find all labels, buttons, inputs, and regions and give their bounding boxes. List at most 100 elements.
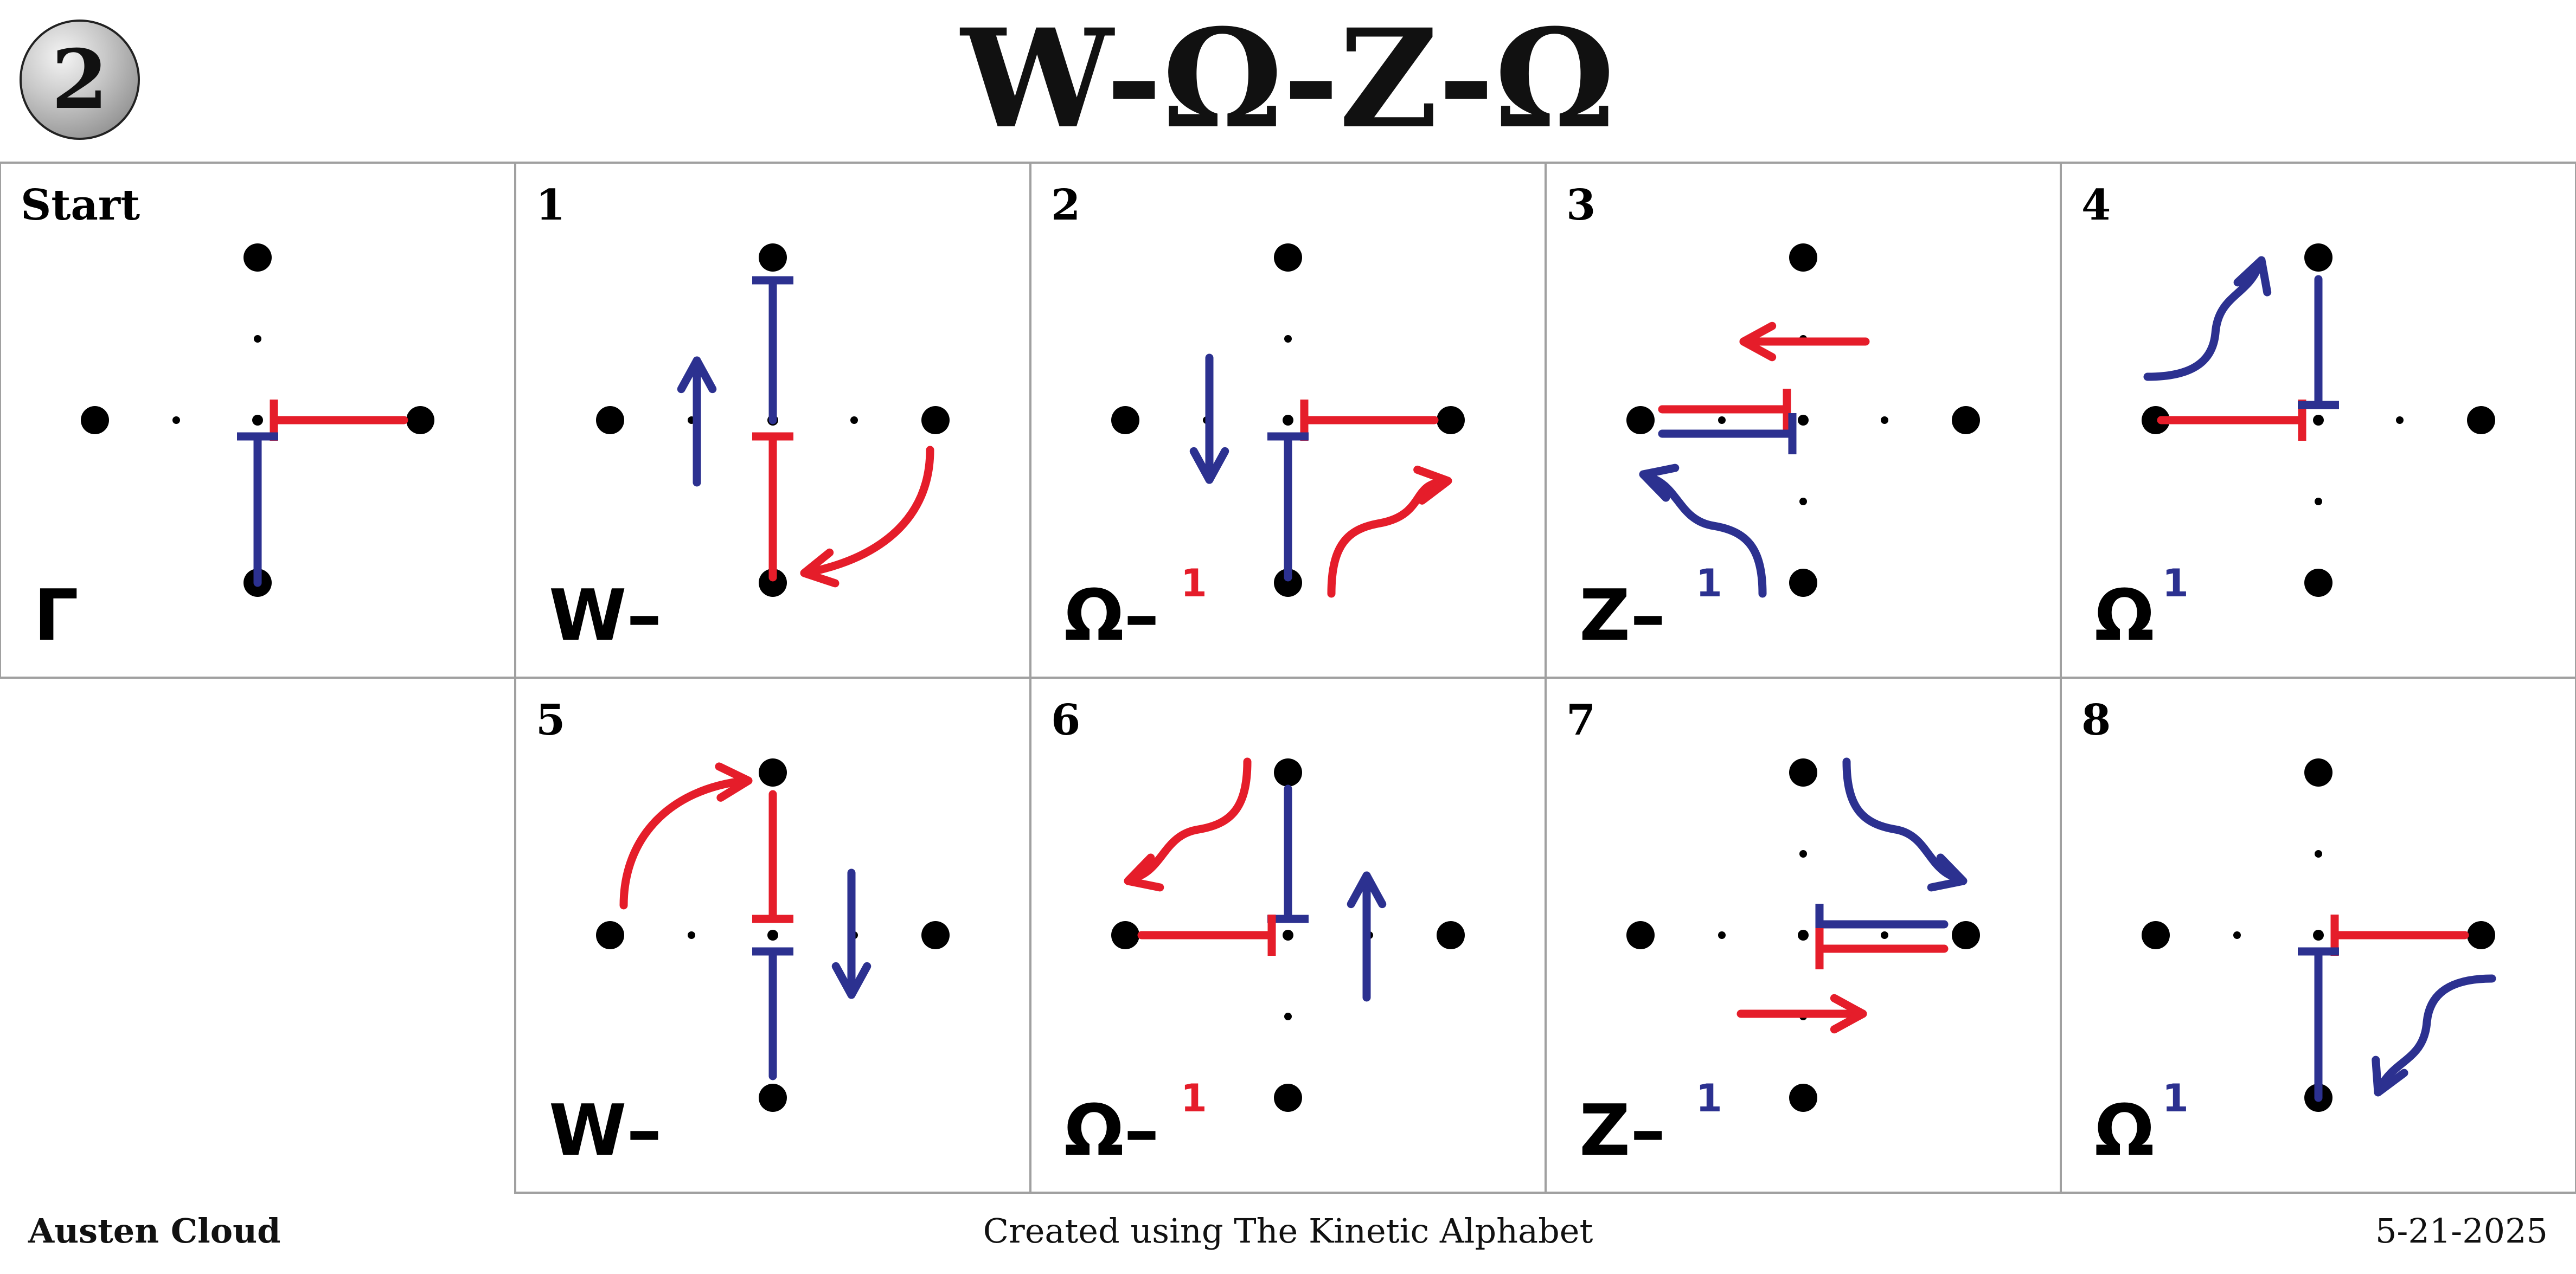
point-right xyxy=(921,921,950,949)
red-arrow-head xyxy=(800,548,840,588)
panel-7: 7Z–1 xyxy=(1545,677,2062,1194)
point-mid xyxy=(1284,1013,1292,1020)
point-top xyxy=(243,243,272,272)
point-left xyxy=(596,921,624,949)
point-right xyxy=(921,406,950,434)
move-superscript: 1 xyxy=(1181,561,1207,606)
blue-arrow xyxy=(2143,261,2263,381)
point-center xyxy=(252,415,263,426)
panel-number: 1 xyxy=(536,181,565,230)
point-left xyxy=(1626,406,1655,434)
step-badge: 2 xyxy=(20,20,140,140)
point-left xyxy=(596,406,624,434)
point-right xyxy=(1952,921,1980,949)
blue-arrow xyxy=(1842,757,1962,883)
point-right xyxy=(1952,406,1980,434)
point-mid xyxy=(2396,416,2404,424)
point-center xyxy=(1798,415,1809,426)
point-left xyxy=(1111,921,1139,949)
red-arrow xyxy=(801,446,934,577)
red-arrow-head xyxy=(715,762,753,802)
move-symbol: Γ xyxy=(34,574,79,657)
point-top xyxy=(759,243,787,272)
point-right xyxy=(2467,921,2495,949)
panel-6: 6Ω–1 xyxy=(1029,677,1547,1194)
blue-arrow-head xyxy=(1927,853,1968,892)
red-arrow-head xyxy=(1830,994,1867,1034)
point-bottom xyxy=(1789,569,1817,597)
point-center xyxy=(2313,930,2324,941)
blue-arrow-head xyxy=(2233,256,2272,297)
point-bottom xyxy=(2304,569,2333,597)
point-left xyxy=(1111,406,1139,434)
date-stamp: 5-21-2025 xyxy=(2375,1211,2548,1251)
blue-arrow-head xyxy=(1347,871,1387,909)
move-superscript: 1 xyxy=(1696,561,1722,606)
panel-2: 2Ω– 1 xyxy=(1029,162,1547,679)
point-left xyxy=(2142,406,2170,434)
point-mid xyxy=(1881,931,1888,939)
point-left xyxy=(1626,921,1655,949)
point-mid xyxy=(172,416,180,424)
panel-number: 7 xyxy=(1566,696,1595,745)
panel-number: 5 xyxy=(536,696,565,745)
credit-line: Created using The Kinetic Alphabet xyxy=(983,1211,1593,1251)
point-left xyxy=(2142,921,2170,949)
badge-number: 2 xyxy=(51,32,108,127)
move-superscript: 1 xyxy=(2162,1076,2189,1121)
move-symbol: Ω xyxy=(2094,574,2155,657)
point-right xyxy=(406,406,434,434)
point-bottom xyxy=(1274,569,1302,597)
move-superscript: 1 xyxy=(1696,1076,1722,1121)
move-symbol: W– xyxy=(549,574,662,657)
point-center xyxy=(1283,930,1293,941)
panel-number: 4 xyxy=(2081,181,2111,230)
point-mid xyxy=(2315,498,2322,505)
panel-number: 2 xyxy=(1051,181,1080,230)
red-arrow-head xyxy=(1739,321,1777,362)
blue-arrow xyxy=(1644,473,1767,598)
point-mid xyxy=(1718,931,1726,939)
move-symbol: Ω xyxy=(2094,1089,2155,1172)
point-mid xyxy=(1284,335,1292,343)
point-left xyxy=(81,406,109,434)
blue-arrow-head xyxy=(1639,464,1680,502)
point-bottom xyxy=(759,1084,787,1112)
panel-3: 3Z– 1 xyxy=(1545,162,2062,679)
point-top xyxy=(2304,243,2333,272)
move-symbol: Z– xyxy=(1579,574,1665,657)
panel-1: 1W– xyxy=(514,162,1031,679)
blue-arrow-head xyxy=(2372,1056,2408,1097)
panel-number: 3 xyxy=(1566,181,1595,230)
page-title: W-Ω-Z-Ω xyxy=(961,0,1615,158)
point-mid xyxy=(1799,498,1807,505)
point-mid xyxy=(850,416,858,424)
point-top xyxy=(1789,758,1817,787)
point-mid xyxy=(254,335,261,343)
red-arrow xyxy=(1129,757,1252,883)
move-superscript: 1 xyxy=(1181,1076,1207,1121)
point-mid xyxy=(1799,850,1807,858)
point-mid xyxy=(2315,850,2322,858)
move-symbol: W– xyxy=(549,1089,662,1172)
point-mid xyxy=(688,931,695,939)
point-right xyxy=(1437,406,1465,434)
move-symbol: Ω– xyxy=(1064,574,1159,657)
point-mid xyxy=(1718,416,1726,424)
point-top xyxy=(2304,758,2333,787)
blue-arrow-head xyxy=(831,962,872,999)
blue-arrow xyxy=(2376,974,2496,1091)
point-mid xyxy=(1881,416,1888,424)
point-center xyxy=(1798,930,1809,941)
blue-arrow-head xyxy=(677,356,717,394)
point-bottom xyxy=(1789,1084,1817,1112)
point-right xyxy=(2467,406,2495,434)
author-name: Austen Cloud xyxy=(28,1211,281,1251)
point-center xyxy=(2313,415,2324,426)
move-superscript: 1 xyxy=(2162,561,2189,606)
point-top xyxy=(1789,243,1817,272)
